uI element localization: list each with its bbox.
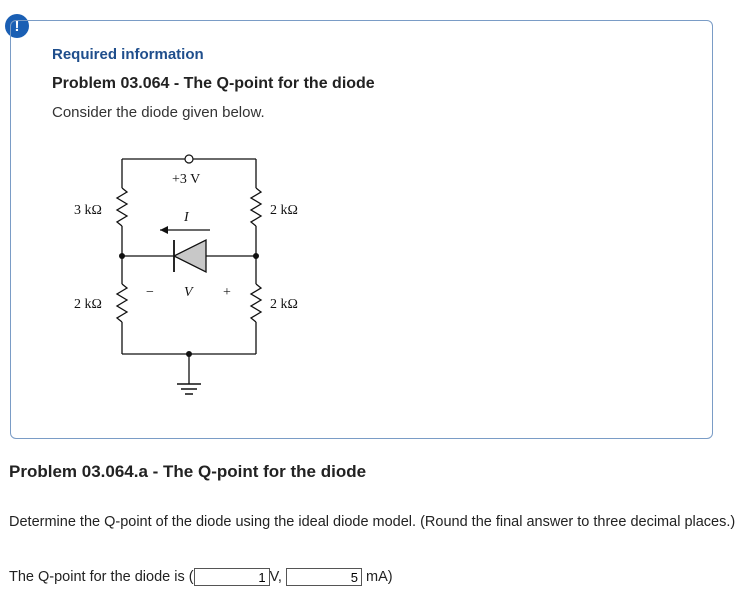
diode-symbol [172, 238, 207, 274]
resistor-bottom-right-label: 2 kΩ [270, 297, 298, 312]
voltage-unit: V, [269, 569, 282, 585]
source-label: +3 V [172, 172, 200, 187]
resistor-top-left [115, 187, 129, 227]
ground-icon [177, 383, 201, 395]
required-information-panel [10, 20, 713, 439]
voltage-minus: − [146, 285, 154, 300]
part-a-title: Problem 03.064.a - The Q-point for the d… [9, 462, 367, 481]
problem-description: Consider the diode given below. [52, 104, 265, 121]
current-arrow [160, 226, 168, 234]
part-a-question: Determine the Q-point of the diode using… [9, 514, 736, 530]
answer-prefix: The Q-point for the diode is ( [9, 569, 194, 585]
current-label: I [183, 210, 190, 225]
circuit-diagram: +3 V 3 kΩ 2 kΩ 2 kΩ 2 kΩ I − V + [74, 154, 298, 395]
problem-title: Problem 03.064 - The Q-point for the dio… [52, 75, 375, 92]
resistor-bottom-left-label: 2 kΩ [74, 297, 102, 312]
source-terminal [184, 154, 194, 164]
current-unit: mA) [366, 569, 393, 585]
voltage-answer-input[interactable] [193, 568, 270, 586]
alert-icon: ! [5, 14, 29, 38]
voltage-label: V [184, 285, 194, 300]
voltage-plus: + [223, 285, 231, 300]
answer-row: The Q-point for the diode is ( V, mA) [9, 568, 393, 586]
resistor-top-right-label: 2 kΩ [270, 203, 298, 218]
resistor-bottom-right [249, 283, 263, 323]
resistor-top-right [249, 187, 263, 227]
required-info-label: Required information [52, 46, 204, 63]
current-answer-input[interactable] [285, 568, 362, 586]
resistor-bottom-left [115, 283, 129, 323]
resistor-top-left-label: 3 kΩ [74, 203, 102, 218]
